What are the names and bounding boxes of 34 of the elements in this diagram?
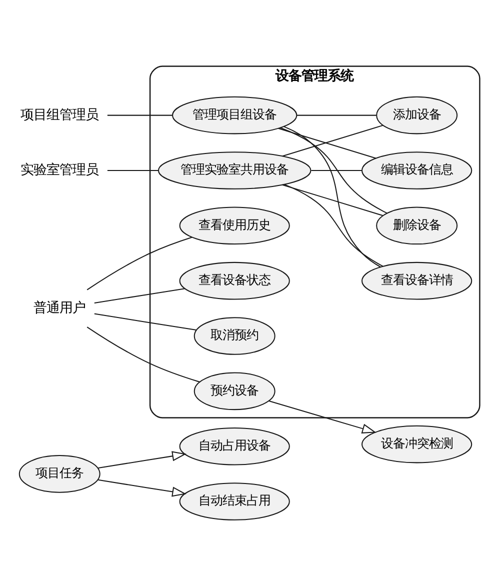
connector xyxy=(86,326,200,382)
connector xyxy=(107,170,158,171)
connector xyxy=(284,184,384,267)
node-text: 普通用户 xyxy=(34,300,86,316)
connector xyxy=(280,127,388,214)
connector xyxy=(278,128,376,159)
connector xyxy=(94,288,185,304)
connector xyxy=(296,114,376,116)
node-ellipse: 自动占用设备 xyxy=(179,427,290,466)
node-text: 实验室管理员 xyxy=(20,162,99,178)
node-ellipse: 查看设备详情 xyxy=(362,262,472,300)
node-text: 项目组管理员 xyxy=(20,108,99,123)
node-ellipse: 编辑设备信息 xyxy=(362,152,472,190)
node-ellipse: 设备冲突检测 xyxy=(362,425,472,464)
connector xyxy=(311,170,362,171)
connector xyxy=(86,236,192,290)
node-ellipse: 项目任务 xyxy=(18,455,100,493)
node-ellipse: 管理实验室共用设备 xyxy=(158,152,312,190)
arrow xyxy=(98,451,186,468)
node-ellipse: 取消预约 xyxy=(194,317,276,355)
arrow xyxy=(98,479,186,497)
connector xyxy=(282,124,383,157)
node-ellipse: 管理项目组设备 xyxy=(172,96,298,134)
node-ellipse: 添加设备 xyxy=(376,96,458,134)
connector xyxy=(284,126,381,268)
arrow xyxy=(268,400,376,434)
node-ellipse: 自动结束占用 xyxy=(179,482,290,520)
node-ellipse: 查看设备状态 xyxy=(179,262,290,300)
connector xyxy=(282,184,383,216)
connector xyxy=(107,114,172,116)
node-ellipse: 删除设备 xyxy=(376,206,458,245)
node-ellipse: 预约设备 xyxy=(194,372,276,410)
node-ellipse: 查看使用历史 xyxy=(179,206,290,245)
connector xyxy=(94,313,196,331)
